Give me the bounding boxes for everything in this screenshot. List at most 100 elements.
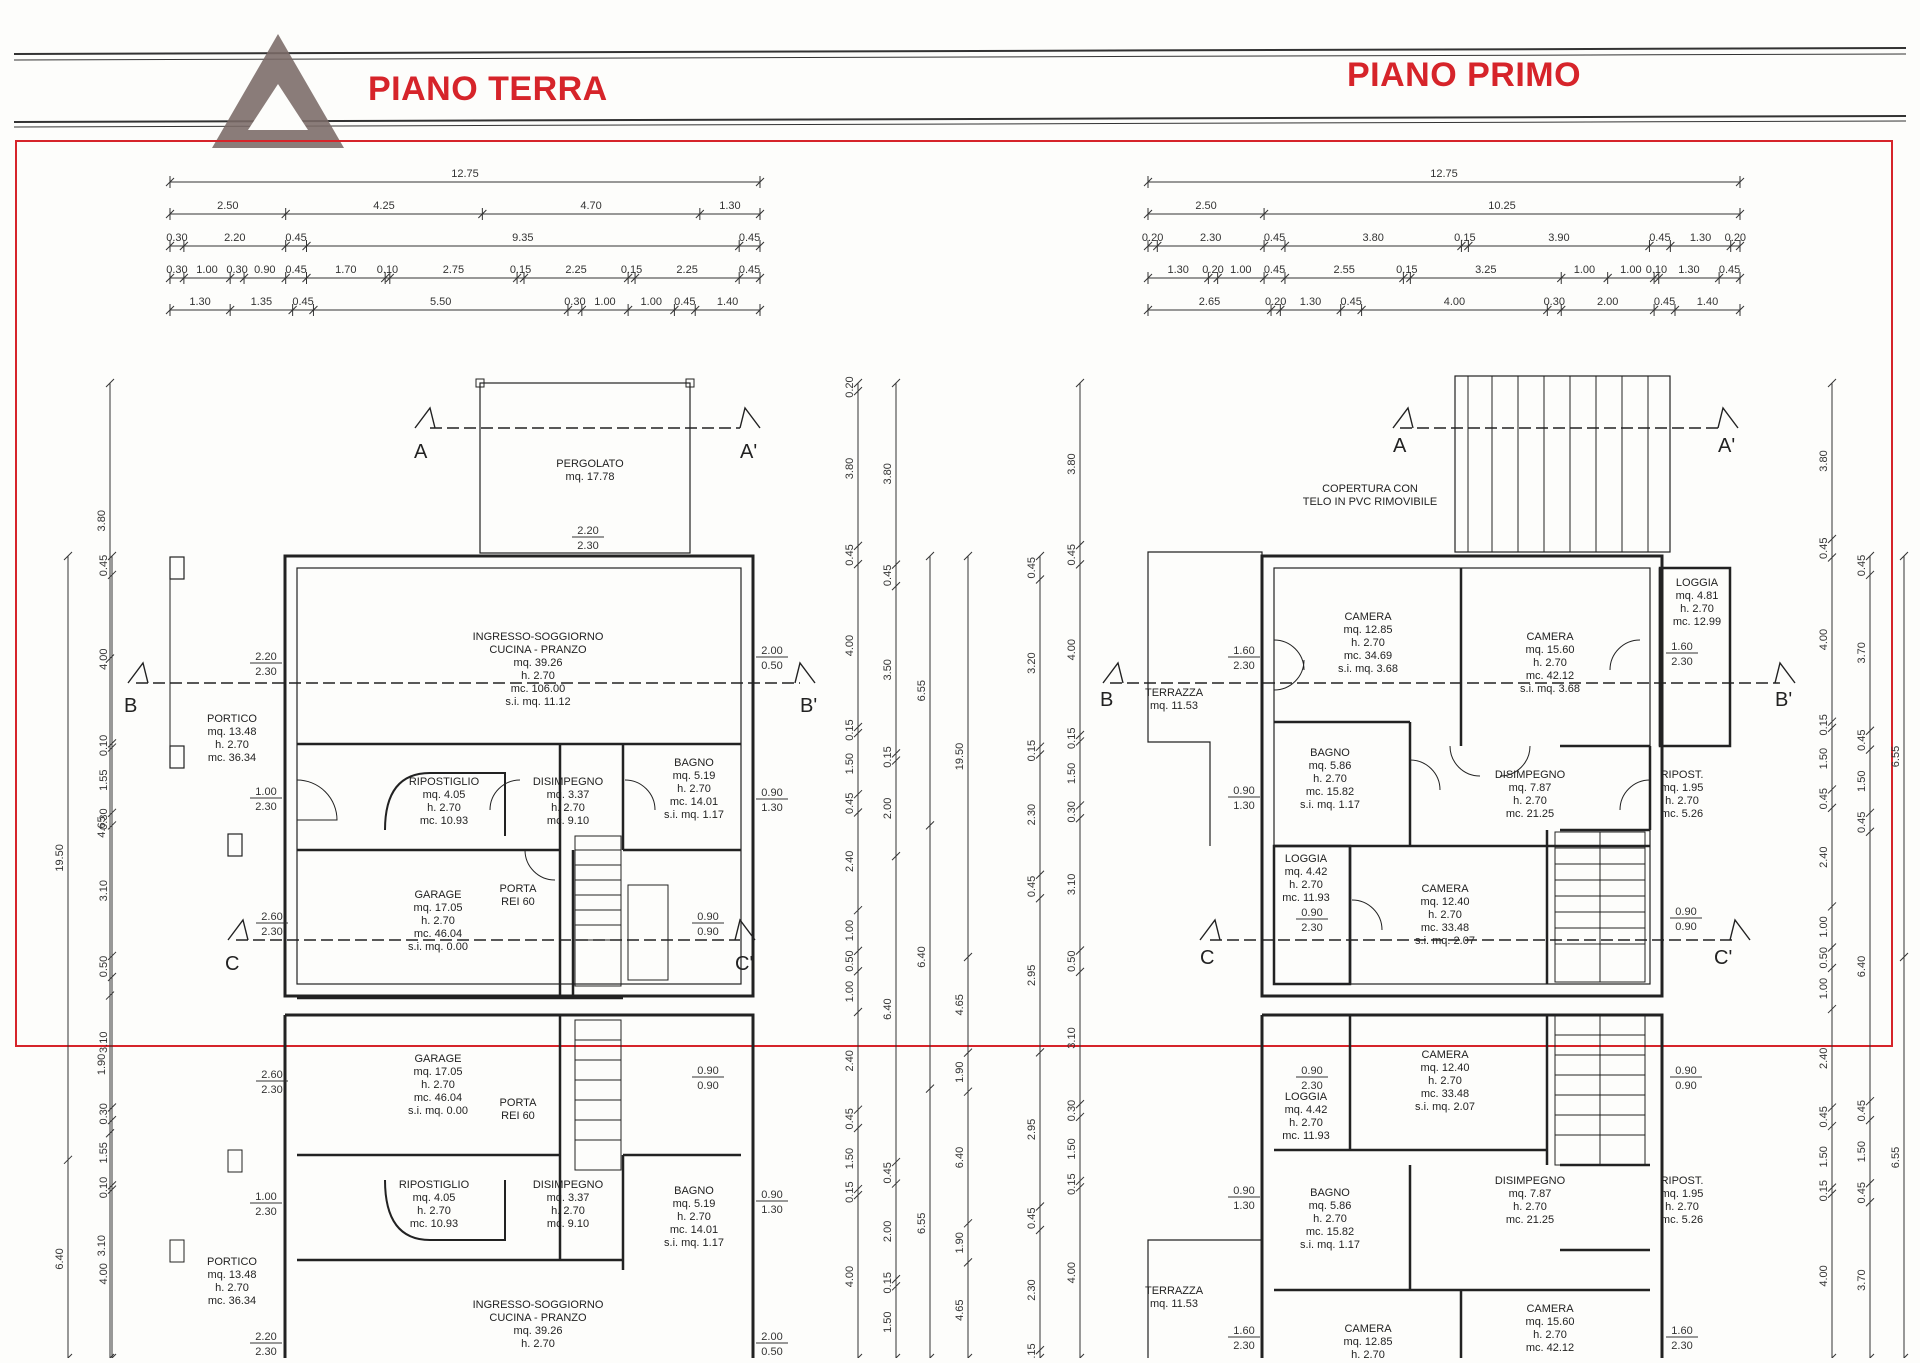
first-top-dim-label: 0.20	[1202, 264, 1223, 276]
g-mid-e-vdim-label: 2.95	[1026, 1119, 1038, 1140]
ground-top-dim-label: 1.30	[189, 296, 210, 308]
label-copertura-line: TELO IN PVC RIMOVIBILE	[1303, 496, 1437, 508]
ground-top-dim-label: 1.35	[251, 296, 272, 308]
f-right-a-vtick	[1827, 1103, 1837, 1112]
ground-top-dim-label: 1.30	[719, 200, 740, 212]
vertical-dimension-lines	[63, 378, 1909, 1363]
f-right-b-vdim-label: 3.70	[1856, 1269, 1868, 1290]
first-top-dim-label: 1.30	[1300, 296, 1321, 308]
room-portico-lower-line: mq. 13.48	[208, 1269, 257, 1281]
room-bagno-first-line: s.i. mq. 1.17	[1300, 799, 1360, 811]
room-bagno-first-line: h. 2.70	[1313, 773, 1347, 785]
section-a-ground: A	[414, 441, 428, 463]
g-left-c-vdim-label: 6.40	[54, 1248, 66, 1269]
room-camera-3-lower-line: mq. 12.40	[1421, 1062, 1470, 1074]
tag-f1-bottom: 2.30	[1233, 660, 1254, 672]
g-left-b-vtick	[107, 743, 117, 752]
tag-gl1: 2.602.30	[256, 1069, 288, 1096]
g-mid-d-vdim-label: 1.90	[954, 1232, 966, 1253]
g-mid-d-vdim-label: 4.65	[954, 994, 966, 1015]
section-c2-ground: C'	[735, 953, 753, 975]
g-mid-e-vdim-label: 0.45	[1026, 876, 1038, 897]
room-disimpegno-first-line: DISIMPEGNO	[1495, 769, 1566, 781]
room-disimpegno-first-lower-line: mc. 21.25	[1506, 1214, 1554, 1226]
f-right-a-vdim-label: 0.50	[1818, 947, 1830, 968]
room-disimpegno-first-line: mc. 21.25	[1506, 808, 1554, 820]
label-copertura-line: COPERTURA CON	[1322, 483, 1418, 495]
tag-fl4: 1.602.30	[1228, 1325, 1260, 1352]
g-left-b-vtick	[107, 808, 117, 818]
g-mid-a-vdim-label: 4.00	[844, 1266, 856, 1287]
tag-g2: 2.000.50	[756, 645, 788, 672]
g-mid-f-vdim-label: 3.10	[1066, 1027, 1078, 1048]
g-mid-e-vdim-label: 3.20	[1026, 652, 1038, 673]
room-bagno-first-lower-line: h. 2.70	[1313, 1213, 1347, 1225]
f-right-c-vdim-label: 6.55	[1890, 746, 1902, 767]
room-loggia-2-lower-line: mc. 11.93	[1282, 1130, 1330, 1142]
g-mid-b-vtick	[891, 378, 901, 388]
ground-top-dim-label: 0.45	[674, 296, 695, 308]
g-left-b-vdim-label: 0.10	[98, 1177, 110, 1198]
g-mid-b-vtick	[891, 560, 901, 569]
ground-top-dim-label: 2.25	[565, 264, 586, 276]
first-top-dim-label: 1.00	[1620, 264, 1641, 276]
tag-f3-bottom: 1.30	[1233, 800, 1254, 812]
g-left-b-vdim-label: 0.30	[98, 1103, 110, 1124]
f-right-b-vdim-label: 1.50	[1856, 1141, 1868, 1162]
first-top-dim-label: 12.75	[1430, 168, 1458, 180]
g-mid-a-vtick	[853, 1190, 863, 1200]
ground-top-dim-label: 0.90	[254, 264, 275, 276]
g-mid-d-vtick	[963, 1048, 973, 1057]
triangle-logo-icon	[212, 34, 344, 148]
tag-fl2-bottom: 0.90	[1675, 1080, 1696, 1092]
room-garage-line: s.i. mq. 0.00	[408, 941, 468, 953]
g-left-b-vdim-label: 4.00	[98, 1263, 110, 1284]
g-mid-a-vtick	[853, 378, 863, 388]
f-right-a-vdim-label: 1.00	[1818, 916, 1830, 937]
section-lines-ground	[127, 406, 816, 941]
first-top-dim-label: 2.50	[1195, 200, 1216, 212]
ground-top-dim-label: 1.40	[717, 296, 738, 308]
f-right-b-vtick	[1865, 808, 1875, 818]
tag-fl5-top: 1.60	[1671, 1325, 1692, 1337]
tag-f4-bottom: 2.30	[1301, 922, 1322, 934]
section-c-first: C	[1200, 947, 1214, 969]
section-a2-ground: A'	[740, 441, 757, 463]
g-mid-d-vtick	[963, 1087, 973, 1097]
tag-fl1-bottom: 2.30	[1301, 1080, 1322, 1092]
g-mid-e-vtick	[1035, 742, 1045, 752]
tag-g4-bottom: 1.30	[761, 802, 782, 814]
room-camera-3-line: mq. 12.40	[1421, 896, 1470, 908]
g-left-b-vtick	[107, 1181, 117, 1190]
room-soggiorno-line: mc. 106.00	[511, 683, 565, 695]
room-ripostiglio-lower-line: h. 2.70	[417, 1205, 451, 1217]
title-piano-terra: PIANO TERRA	[368, 70, 608, 108]
g-mid-a-vdim-label: 0.45	[844, 1108, 856, 1129]
tag-gl3-bottom: 2.30	[255, 1206, 276, 1218]
g-left-b-vdim-label: 3.10	[98, 1032, 110, 1053]
g-left-c-vtick	[63, 1155, 73, 1165]
room-camera-2-line: h. 2.70	[1533, 657, 1567, 669]
section-letters: A A' B B' C C' A A' B B' C C'	[124, 435, 1792, 975]
room-bagno-first-lower-line: mq. 5.86	[1309, 1200, 1352, 1212]
room-bagno-line: mc. 14.01	[670, 796, 718, 808]
ground-top-dim-label: 4.25	[373, 200, 394, 212]
room-portico-lower-line: h. 2.70	[215, 1282, 249, 1294]
tag-f5-bottom: 0.90	[1675, 921, 1696, 933]
f-right-a-vtick	[1827, 902, 1837, 911]
tag-g4: 0.901.30	[756, 787, 788, 814]
room-bagno-lower-line: BAGNO	[674, 1185, 714, 1197]
f-right-a-vdim-label: 0.15	[1818, 1180, 1830, 1201]
room-bagno-first-line: mc. 15.82	[1306, 786, 1354, 798]
room-camera-2-lower-line: mq. 15.60	[1526, 1316, 1575, 1328]
first-top-dim-label: 2.00	[1597, 296, 1618, 308]
first-top-dim-label: 1.30	[1678, 264, 1699, 276]
